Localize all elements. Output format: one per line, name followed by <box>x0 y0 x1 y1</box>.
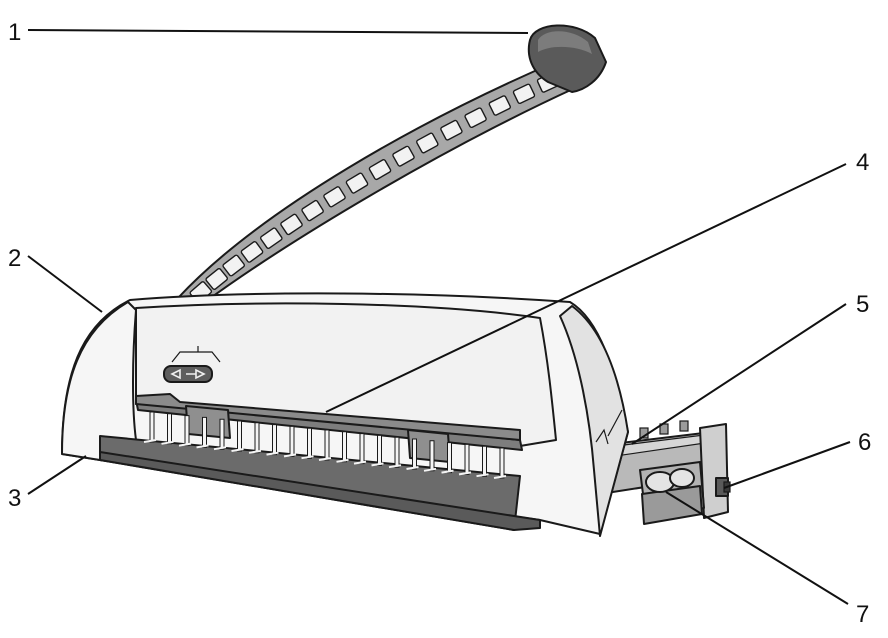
comb-finger <box>359 433 365 465</box>
comb-finger <box>237 420 242 452</box>
comb-finger-foot <box>493 475 507 479</box>
handle-slot <box>464 107 487 129</box>
handle-slot <box>240 241 264 263</box>
handle-slot <box>222 254 245 277</box>
comb-finger-foot <box>248 449 262 454</box>
handle-slot <box>416 132 439 154</box>
handle-slot <box>301 199 324 222</box>
leader-2 <box>27 255 103 313</box>
comb-finger <box>167 413 172 445</box>
comb-finger-foot <box>143 439 157 443</box>
comb-finger-foot <box>336 458 349 463</box>
callout-6: 6 <box>858 429 871 456</box>
comb-finger-foot <box>476 473 489 478</box>
comb-finger-foot <box>318 457 332 461</box>
handle-slot <box>512 83 536 105</box>
handle-slot <box>440 119 463 141</box>
comb-finger-foot <box>283 453 297 458</box>
comb-finger <box>272 424 277 456</box>
right-end-panel <box>559 305 629 537</box>
handle-lever <box>177 24 607 304</box>
comb-finger <box>254 422 260 454</box>
leader-3 <box>27 455 87 495</box>
back-gauge-assembly <box>595 420 731 525</box>
handle-slot <box>205 268 228 290</box>
handle-slot <box>345 172 369 194</box>
callout-4: 4 <box>856 149 869 176</box>
comb-finger <box>219 418 225 450</box>
comb-finger-foot <box>196 444 209 449</box>
handle-cap-highlight <box>538 31 592 54</box>
comb-finger-foot <box>231 448 244 452</box>
handle-slot <box>259 227 283 250</box>
comb-finger-foot <box>353 460 367 465</box>
comb-finger <box>202 416 207 448</box>
comb-finger <box>447 442 452 474</box>
callout-5: 5 <box>856 291 869 318</box>
comb-finger <box>499 447 505 479</box>
comb-finger-foot <box>423 467 437 472</box>
comb-finger <box>482 445 487 477</box>
comb-finger-foot <box>161 440 174 445</box>
base-tray <box>99 435 541 531</box>
comb-finger <box>429 440 435 472</box>
comb-finger-foot <box>178 442 192 447</box>
margin-depth-holder <box>639 461 705 525</box>
callout-leaders <box>27 29 851 605</box>
leader-6 <box>723 441 851 489</box>
callout-2: 2 <box>8 245 21 272</box>
comb-finger-foot <box>301 455 314 460</box>
handle-slot <box>280 213 303 236</box>
comb-channel <box>135 393 523 463</box>
comb-finger <box>289 425 295 457</box>
comb-finger <box>184 415 190 447</box>
callout-7: 7 <box>856 601 869 628</box>
handle-slot <box>488 95 511 116</box>
leader-5 <box>631 303 847 445</box>
handle-slot <box>368 159 392 181</box>
comb-finger <box>342 431 347 463</box>
format-arrows-icon <box>170 368 206 380</box>
callout-3: 3 <box>8 485 21 512</box>
comb-rear-plate <box>135 393 521 441</box>
comb-fingers <box>143 411 507 479</box>
comb-finger-foot <box>388 464 402 469</box>
comb-finger-foot <box>406 466 419 470</box>
comb-finger-foot <box>371 462 384 467</box>
left-side-panel <box>61 301 137 461</box>
leader-4 <box>325 163 847 413</box>
base-tray-front <box>99 451 541 531</box>
leader-7 <box>665 491 849 605</box>
comb-finger-foot <box>213 446 227 451</box>
comb-finger-foot <box>458 471 472 476</box>
brand-logo <box>595 409 623 445</box>
format-bracket <box>171 346 221 363</box>
handle-slot <box>392 145 415 167</box>
handle-slot <box>323 186 346 208</box>
comb-finger <box>377 434 382 466</box>
comb-finger <box>307 427 312 459</box>
callout-1: 1 <box>8 19 21 46</box>
comb-finger <box>149 411 155 443</box>
comb-finger <box>464 443 470 475</box>
callout-numbers: 1 2 3 4 5 6 7 <box>8 19 871 628</box>
comb-finger <box>412 438 417 470</box>
comb-finger-foot <box>266 451 279 456</box>
leader-1 <box>27 29 529 34</box>
comb-finger <box>324 429 330 461</box>
format-selector <box>163 346 221 383</box>
comb-finger-foot <box>441 469 454 474</box>
comb-finger <box>394 436 400 468</box>
